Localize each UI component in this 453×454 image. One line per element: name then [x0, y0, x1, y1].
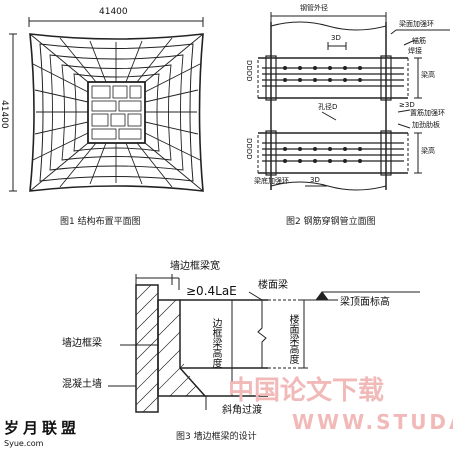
figure3-label-floor-beam: 楼面梁 — [258, 280, 288, 291]
figure3-label-anchorage: ≥0.4LaE — [186, 284, 237, 298]
figure2-top-label: 钢管外径 — [300, 4, 328, 12]
figure2-label-3d-bottom: 3D — [310, 176, 320, 184]
figure2-label-beam-ring: 梁面加强环 — [399, 20, 434, 28]
figure1-caption: 图1 结构布置平面图 — [60, 217, 141, 227]
figure2-label-3d-right: ≥3D — [399, 101, 415, 109]
figure3-label-slope: 斜角过渡 — [222, 405, 262, 416]
figure1-core — [87, 81, 146, 144]
figure2-rebars — [262, 67, 404, 162]
figure1-dim-left: 41400 — [0, 100, 9, 129]
figure1-plan — [9, 17, 204, 192]
figure3-edge-beam — [157, 299, 207, 397]
figure1-dim-top: 41400 — [99, 7, 128, 17]
watermark-cn: 中国论文下载 — [228, 376, 385, 406]
figure2-label-weld: 焊接 — [408, 47, 422, 55]
figure2-break-top — [270, 21, 387, 31]
figure3-beam-hatch — [157, 299, 197, 397]
figure3-wall-hatch — [135, 284, 159, 413]
watermark-url: WWW.STUDA. — [292, 410, 453, 434]
figure3-caption: 图3 墙边框梁的设计 — [176, 432, 257, 442]
figure2-break-bottom — [270, 181, 387, 191]
figure3-label-floor-beam-height: 楼面梁高度 — [287, 314, 298, 364]
figure2-caption: 图2 钢筋穿钢管立面图 — [286, 217, 376, 227]
figure1-inner-ring — [39, 43, 194, 182]
figure2-label-beam-height-top: 梁高 — [421, 71, 435, 79]
logo-text: 岁月联盟 — [4, 419, 81, 437]
figure2-label-ddd-bottom: DDDD — [245, 138, 253, 160]
figure2-label-ddd-top: DDDD — [245, 60, 253, 82]
figure2-label-rib-plate: 加劲肋板 — [412, 121, 440, 129]
figure1-core-walls — [91, 85, 142, 140]
figure2-label-hole: 孔径D — [318, 103, 338, 111]
figure2-label-beam-height-bottom: 梁高 — [421, 147, 435, 155]
figure3-label-edge-beam: 墙边框梁 — [62, 338, 102, 349]
figure3-label-edge-beam-height: 边框梁高度 — [210, 318, 221, 368]
figure2-right-ring-bottom — [380, 130, 392, 176]
figure2-label-bottom-ring: 梁底加强环 — [254, 177, 289, 185]
figure2-holes — [283, 66, 362, 163]
figure3-label-concrete-wall: 混凝土墙 — [62, 379, 102, 390]
figure2-label-position: 置筋加强环 — [410, 109, 445, 117]
figure3-label-beam-top-elev: 梁顶面标高 — [340, 297, 390, 308]
figure2-right-ring-top — [380, 55, 392, 101]
figure2-label-3d-top: 3D — [331, 34, 341, 42]
figure2-left-ring-bottom — [265, 130, 277, 176]
figure2-elevation — [257, 12, 450, 191]
logo-url: Syue.com — [4, 439, 44, 448]
figure3-label-edge-beam-width: 墙边框梁宽 — [170, 261, 220, 272]
figure1-grid — [29, 33, 204, 192]
figure2-label-anchor: 锚筋 — [412, 37, 426, 45]
figure3-section — [108, 274, 420, 413]
figure2-left-ring-top — [265, 55, 277, 101]
